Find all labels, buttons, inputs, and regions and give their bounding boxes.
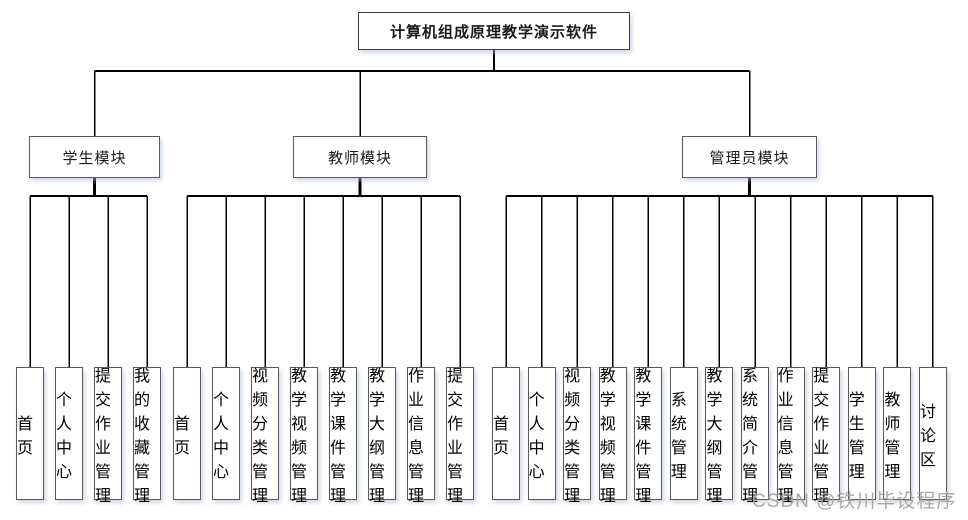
leaf-node: 首页 bbox=[492, 367, 520, 500]
leaf-node: 个人中心 bbox=[527, 367, 556, 500]
leaf-node: 个人中心 bbox=[55, 367, 83, 500]
leaf-node: 学生管理 bbox=[847, 367, 876, 500]
leaf-node: 教师管理 bbox=[883, 367, 912, 500]
leaf-node: 系统简介管理 bbox=[741, 367, 770, 505]
leaf-group-student: 首页个人中心提交作业管理我的收藏管理 bbox=[16, 367, 161, 505]
leaf-node: 提交作业管理 bbox=[446, 367, 474, 505]
leaf-node: 提交作业管理 bbox=[812, 367, 841, 505]
module-node-student: 学生模块 bbox=[29, 136, 160, 178]
leaf-node: 系统管理 bbox=[669, 367, 698, 500]
leaf-node: 我的收藏管理 bbox=[133, 367, 161, 505]
leaf-node: 视频分类管理 bbox=[563, 367, 592, 505]
leaf-node: 作业信息管理 bbox=[407, 367, 435, 505]
leaf-node: 教学大纲管理 bbox=[368, 367, 396, 505]
leaf-node: 教学课件管理 bbox=[329, 367, 357, 505]
leaf-node: 作业信息管理 bbox=[776, 367, 805, 505]
module-node-teacher: 教师模块 bbox=[293, 136, 427, 178]
leaf-node: 视频分类管理 bbox=[251, 367, 279, 505]
leaf-group-admin: 首页个人中心视频分类管理教学视频管理教学课件管理系统管理教学大纲管理系统简介管理… bbox=[492, 367, 947, 505]
module-node-admin: 管理员模块 bbox=[682, 136, 817, 178]
leaf-node: 讨论区 bbox=[918, 367, 947, 500]
leaf-node: 首页 bbox=[16, 367, 44, 500]
leaf-node: 教学视频管理 bbox=[290, 367, 318, 505]
root-node: 计算机组成原理教学演示软件 bbox=[358, 12, 630, 50]
leaf-group-teacher: 首页个人中心视频分类管理教学视频管理教学课件管理教学大纲管理作业信息管理提交作业… bbox=[173, 367, 474, 505]
leaf-node: 个人中心 bbox=[212, 367, 240, 500]
leaf-node: 提交作业管理 bbox=[94, 367, 122, 505]
leaf-node: 教学大纲管理 bbox=[705, 367, 734, 505]
leaf-node: 教学视频管理 bbox=[598, 367, 627, 505]
leaf-node: 教学课件管理 bbox=[634, 367, 663, 505]
watermark: CSDN @铁川毕设程序 bbox=[752, 491, 957, 512]
leaf-node: 首页 bbox=[173, 367, 201, 500]
